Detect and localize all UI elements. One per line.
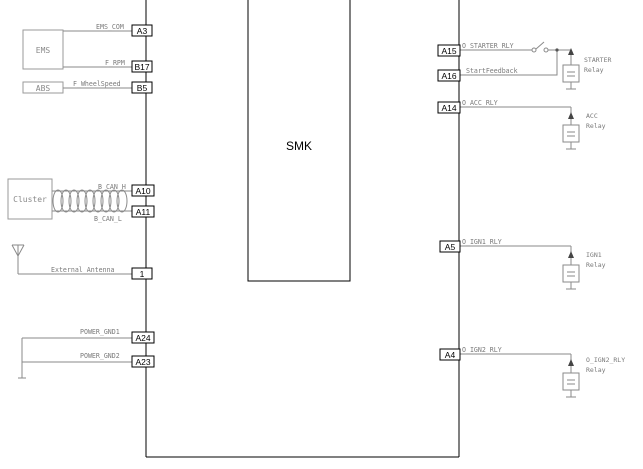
svg-text:A3: A3 bbox=[137, 26, 148, 36]
pin-a15: A15 bbox=[437, 44, 461, 57]
acc-relay-sub: Relay bbox=[586, 122, 606, 130]
svg-text:A11: A11 bbox=[136, 207, 151, 217]
starter-relay-wiring bbox=[459, 41, 572, 76]
abs-label: ABS bbox=[36, 84, 51, 93]
ign2-relay-sub: Relay bbox=[586, 366, 606, 374]
signal-ems-com: EMS_COM bbox=[96, 23, 124, 31]
acc-relay-name: ACC bbox=[586, 112, 598, 120]
twisted-pair-icon bbox=[52, 189, 128, 213]
signal-o-acc-rly: O_ACC_RLY bbox=[462, 99, 498, 107]
ign1-relay-name: IGN1 bbox=[586, 251, 602, 259]
signal-power-gnd1: POWER_GND1 bbox=[80, 328, 120, 336]
pin-a11: A11 bbox=[131, 205, 155, 218]
cluster-box bbox=[7, 178, 53, 220]
svg-text:A5: A5 bbox=[445, 242, 456, 252]
pin-1: 1 bbox=[131, 267, 153, 280]
pin-a4: A4 bbox=[439, 348, 461, 361]
signal-f-wheelspeed: F_WheelSpeed bbox=[73, 80, 121, 88]
svg-text:A15: A15 bbox=[441, 46, 456, 56]
signal-b-can-l: B_CAN_L bbox=[94, 215, 122, 223]
signal-o-starter-rly: O_STARTER_RLY bbox=[462, 42, 514, 50]
acc-relay-icon bbox=[562, 112, 580, 150]
signal-external-antenna: External_Antenna bbox=[51, 266, 115, 274]
svg-text:A14: A14 bbox=[441, 103, 456, 113]
ems-box bbox=[22, 29, 64, 70]
pin-b17: B17 bbox=[131, 60, 153, 73]
ign2-relay-icon bbox=[562, 359, 580, 398]
signal-f-rpm: F_RPM bbox=[105, 59, 125, 67]
pin-a23: A23 bbox=[131, 355, 155, 368]
pin-a10: A10 bbox=[131, 184, 155, 197]
pin-a3: A3 bbox=[131, 24, 153, 37]
starter-relay-name: STARTER bbox=[584, 56, 611, 64]
svg-text:A4: A4 bbox=[445, 350, 456, 360]
antenna-icon bbox=[11, 244, 132, 275]
cluster-label: Cluster bbox=[13, 195, 47, 204]
svg-text:B17: B17 bbox=[134, 62, 149, 72]
svg-text:B5: B5 bbox=[137, 83, 148, 93]
signal-o-ign1-rly: O_IGN1_RLY bbox=[462, 238, 502, 246]
svg-text:1: 1 bbox=[140, 269, 145, 279]
signal-start-feedback: _StartFeedback bbox=[462, 67, 518, 75]
ems-label: EMS bbox=[36, 46, 51, 55]
starter-relay-sub: Relay bbox=[584, 66, 604, 74]
pin-a14: A14 bbox=[437, 101, 461, 114]
ground-wiring bbox=[18, 337, 132, 379]
pin-a24: A24 bbox=[131, 331, 155, 344]
signal-power-gnd2: POWER_GND2 bbox=[80, 352, 120, 360]
ign1-relay-icon bbox=[562, 251, 580, 290]
smk-label: SMK bbox=[286, 139, 312, 153]
svg-text:A10: A10 bbox=[135, 186, 150, 196]
ign2-relay-name: O_IGN2_RLY bbox=[586, 356, 625, 364]
svg-text:A24: A24 bbox=[135, 333, 150, 343]
pin-a5: A5 bbox=[439, 240, 461, 253]
signal-o-ign2-rly: O_IGN2_RLY bbox=[462, 346, 502, 354]
ign1-relay-sub: Relay bbox=[586, 261, 606, 269]
smk-module-box bbox=[247, 0, 351, 282]
signal-b-can-h: B_CAN_H bbox=[98, 183, 126, 191]
starter-relay-icon bbox=[562, 48, 580, 90]
svg-text:A23: A23 bbox=[135, 357, 150, 367]
pin-b5: B5 bbox=[131, 81, 153, 94]
pin-a16: A16 bbox=[437, 69, 461, 82]
svg-text:A16: A16 bbox=[441, 71, 456, 81]
